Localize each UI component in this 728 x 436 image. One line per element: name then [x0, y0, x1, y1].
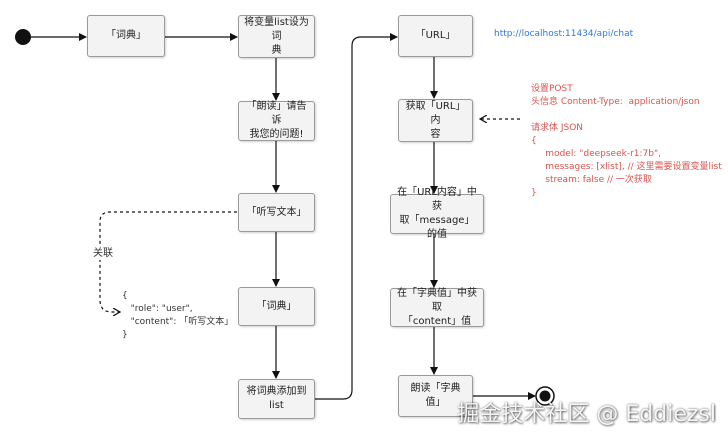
- edge-addlist-url: [315, 33, 398, 400]
- node-set-list[interactable]: 将变量list设为词 典: [238, 15, 315, 58]
- node-url[interactable]: 「URL」: [398, 15, 473, 57]
- node-dict-2[interactable]: 「词典」: [238, 287, 315, 326]
- node-dict-1[interactable]: 「词典」: [87, 15, 165, 57]
- node-dictation-text[interactable]: 「听写文本」: [238, 193, 315, 232]
- node-read-aloud-prompt[interactable]: 「朗读」请告诉 我您的问题!: [238, 101, 315, 141]
- json-note: { "role": "user", "content": 「听写文本」 }: [122, 291, 234, 340]
- request-note: 设置POST 头信息 Content-Type: application/jso…: [531, 84, 722, 198]
- node-get-message[interactable]: 在「URL内容」中获 取「message」的值: [390, 187, 484, 240]
- node-get-url-content[interactable]: 获取「URL」内 容: [398, 99, 473, 142]
- end-node: [539, 390, 551, 402]
- node-get-content[interactable]: 在「字典值」中获取 「content」值: [390, 288, 484, 327]
- node-read-dict[interactable]: 朗读「字典值」: [398, 375, 473, 417]
- watermark: 掘金技术社区 @ Eddiezsl: [457, 402, 716, 427]
- edge-association: [99, 211, 237, 312]
- start-node: [15, 29, 31, 45]
- association-label: 关联: [91, 247, 115, 260]
- url-annotation: http://localhost:11434/api/chat: [494, 29, 634, 39]
- node-add-to-list[interactable]: 将词典添加到list: [238, 379, 315, 419]
